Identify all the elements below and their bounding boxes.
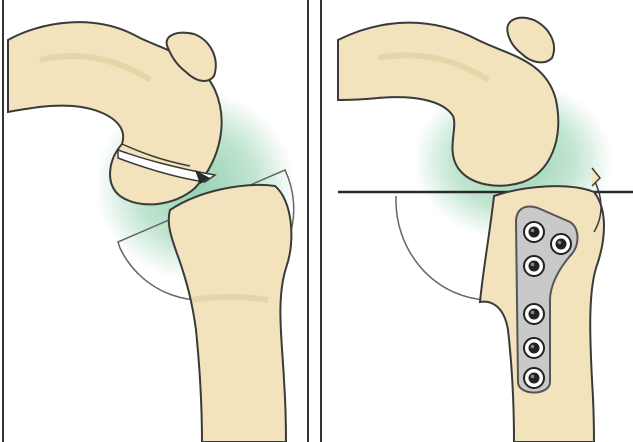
screw-icon	[524, 338, 544, 358]
left-knee-diagram	[0, 0, 312, 442]
right-knee-diagram	[318, 0, 633, 442]
screw-icon	[551, 234, 571, 254]
screw-icon	[524, 304, 544, 324]
screw-icon	[524, 256, 544, 276]
left-panel	[0, 0, 312, 442]
screw-icon	[524, 368, 544, 388]
screw-icon	[524, 222, 544, 242]
tibia-icon	[169, 185, 292, 442]
right-panel	[318, 0, 633, 442]
